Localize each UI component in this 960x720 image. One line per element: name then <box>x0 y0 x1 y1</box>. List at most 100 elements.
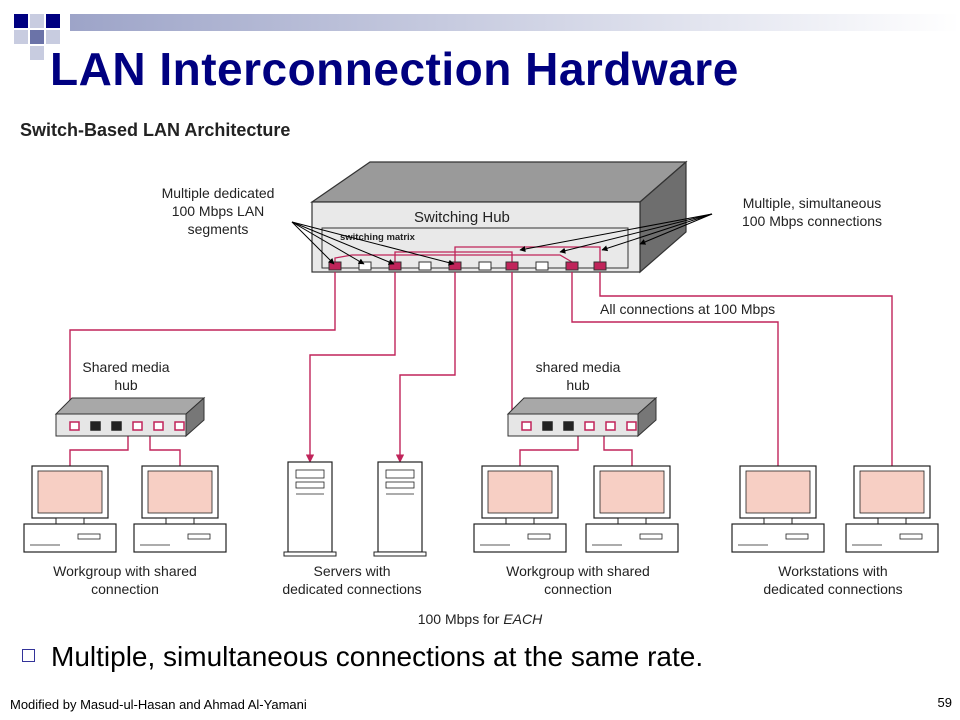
right-callout-arrow-3 <box>519 213 713 252</box>
left-callout-arrow-3 <box>291 221 455 266</box>
tower-server <box>373 461 427 557</box>
diagram-heading: Switch-Based LAN Architecture <box>20 120 290 140</box>
servers-label-line-2: dedicated connections <box>282 581 421 597</box>
right-callout-arrow-1 <box>601 213 713 252</box>
switch-port <box>478 261 492 271</box>
title-bar-gradient <box>70 14 960 31</box>
link-switch-to-workstation-2 <box>599 272 893 470</box>
hub-port-right <box>626 421 637 431</box>
switch-lan-diagram: Switch-Based LAN Architecture Switching … <box>20 120 939 627</box>
workgroup-left-label-line-1: Workgroup with shared <box>53 563 197 579</box>
decor-square-6 <box>46 30 60 44</box>
hub-port-left <box>132 421 143 431</box>
switch-port <box>593 261 607 271</box>
system-unit <box>473 523 567 553</box>
hub-left-label-line-1: Shared media <box>82 359 169 375</box>
right-callout-arrow-2 <box>559 213 713 254</box>
network-links <box>69 272 893 470</box>
monitor-stand <box>165 517 195 525</box>
switch-port <box>535 261 549 271</box>
monitor-screen <box>599 470 665 514</box>
server-drive-bay <box>385 469 415 479</box>
desktop-computer <box>23 465 117 553</box>
hub-front-face <box>311 201 641 273</box>
workstations-label-line-2: dedicated connections <box>763 581 902 597</box>
right-callout-arrow-4 <box>639 213 713 245</box>
hub-port-right <box>605 421 616 431</box>
right-callout-line-2: 100 Mbps connections <box>742 213 882 229</box>
hub-port-left <box>153 421 164 431</box>
switch-port <box>418 261 432 271</box>
drive-slot <box>785 533 809 540</box>
monitor-screen <box>859 470 925 514</box>
servers-label-line-1: Servers with <box>313 563 390 579</box>
switch-ports <box>328 261 607 271</box>
hub-port-right <box>542 421 553 431</box>
server-drive-bay <box>295 469 325 479</box>
hub-right-label-line-1: shared media <box>536 359 621 375</box>
hub-port-right <box>563 421 574 431</box>
hub-port-right <box>584 421 595 431</box>
decor-square-2 <box>30 14 44 28</box>
hub-top-face <box>310 161 688 203</box>
system-unit <box>731 523 825 553</box>
slide-title: LAN Interconnection Hardware <box>50 43 739 95</box>
switching-matrix <box>321 227 629 269</box>
decor-square-7 <box>30 46 44 60</box>
monitor-screen <box>745 470 811 514</box>
matrix-path-2 <box>394 251 513 262</box>
decor-square-3 <box>46 14 60 28</box>
right-callout: Multiple, simultaneous 100 Mbps connecti… <box>519 195 882 254</box>
computers <box>23 465 939 553</box>
switching-hub: Switching Hub switching matrix <box>310 160 688 274</box>
system-unit <box>23 523 117 553</box>
hub-port-left <box>90 421 101 431</box>
link-switch-to-left-hub <box>69 272 336 410</box>
monitor-stand <box>617 517 647 525</box>
desktop-computer <box>731 465 825 553</box>
server-drive-bay <box>385 481 415 489</box>
all-connections-label: All connections at 100 Mbps <box>600 301 775 317</box>
page-number: 59 <box>937 695 952 710</box>
left-callout-line-2: 100 Mbps LAN <box>172 203 265 219</box>
workgroup-right-label-line-2: connection <box>544 581 612 597</box>
monitor-screen <box>147 470 213 514</box>
bullet-item: Multiple, simultaneous connections at th… <box>22 641 942 673</box>
monitor-screen <box>37 470 103 514</box>
hub-right-top <box>506 397 658 415</box>
desktop-computer <box>133 465 227 553</box>
switch-port <box>565 261 579 271</box>
server-base <box>283 551 337 557</box>
monitor-stand <box>763 517 793 525</box>
footer-credit: Modified by Masud-ul-Hasan and Ahmad Al-… <box>10 697 307 712</box>
workgroup-left-label-line-2: connection <box>91 581 159 597</box>
link-right-hub-to-pc-2 <box>603 434 633 470</box>
monitor-stand <box>877 517 907 525</box>
switch-port <box>388 261 402 271</box>
desktop-computer <box>473 465 567 553</box>
corner-decoration <box>14 14 960 60</box>
desktop-computer <box>585 465 679 553</box>
bullet-square-icon <box>22 649 35 663</box>
monitor-stand <box>505 517 535 525</box>
system-unit <box>585 523 679 553</box>
switching-matrix-label: switching matrix <box>340 232 416 243</box>
group-labels: Workgroup with shared connection Servers… <box>53 563 903 597</box>
switch-port <box>358 261 372 271</box>
bottom-caption: 100 Mbps for EACH <box>418 611 543 627</box>
drive-slot <box>899 533 923 540</box>
drive-slot <box>527 533 551 540</box>
bottom-caption-emphasis: EACH <box>503 611 543 627</box>
workgroup-right-label-line-1: Workgroup with shared <box>506 563 650 579</box>
left-callout-line-1: Multiple dedicated <box>162 185 275 201</box>
shared-hub-ports <box>69 421 637 431</box>
link-switch-to-workstation-1 <box>571 272 779 470</box>
switch-port <box>505 261 519 271</box>
left-callout-arrow-1 <box>291 221 335 265</box>
workstations-label-line-1: Workstations with <box>778 563 887 579</box>
link-left-hub-to-pc-2 <box>149 434 181 470</box>
left-callout-arrow-2 <box>291 221 395 265</box>
link-right-hub-to-pc-1 <box>519 434 579 470</box>
switching-hub-label: Switching Hub <box>414 209 510 226</box>
